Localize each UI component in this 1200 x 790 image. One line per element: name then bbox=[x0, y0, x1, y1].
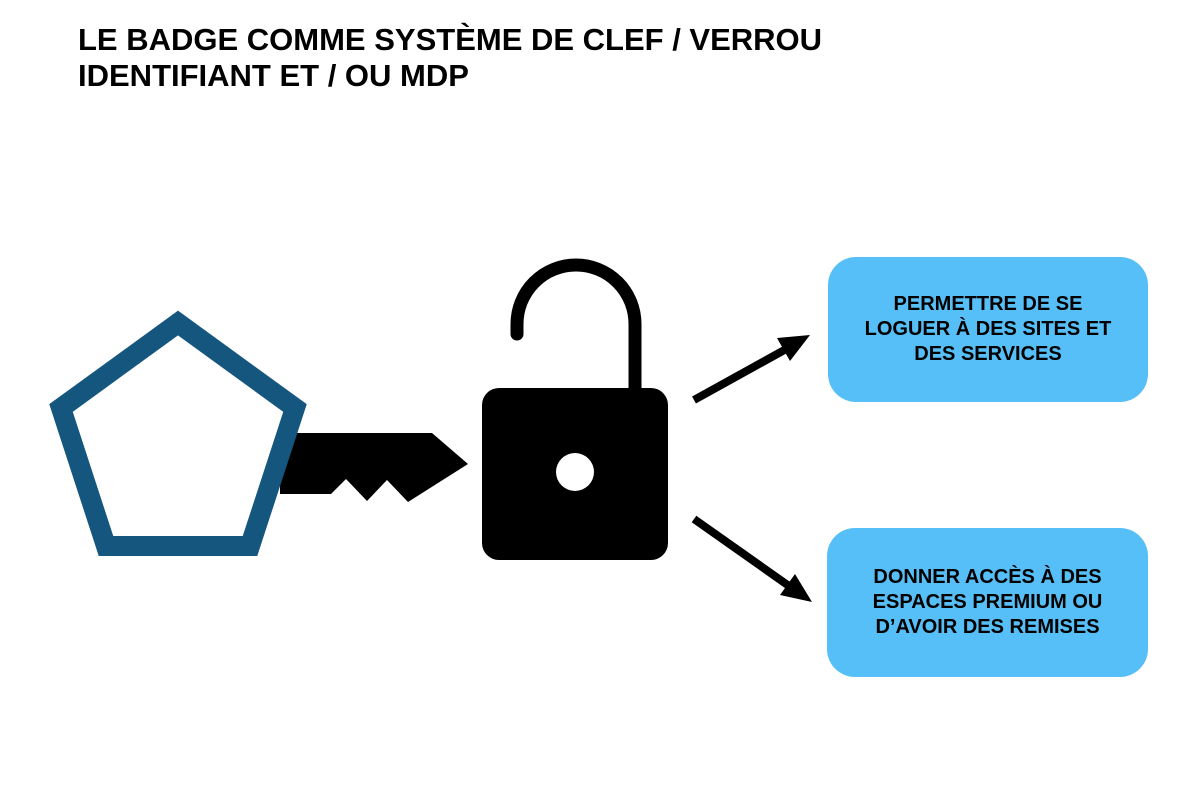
page-title-line-1: LE BADGE COMME SYSTÈME DE CLEF / VERROU bbox=[78, 22, 823, 57]
key-shaft-icon bbox=[280, 433, 468, 502]
arrow-up-right-icon bbox=[692, 335, 810, 404]
callout-login-line-3: DES SERVICES bbox=[914, 343, 1062, 365]
page-title-line-2: IDENTIFIANT ET / OU MDP bbox=[78, 58, 469, 93]
arrow-down-right-icon bbox=[691, 515, 812, 602]
callout-login-line-2: LOGUER À DES SITES ET bbox=[864, 318, 1112, 340]
callout-premium-line-1: DONNER ACCÈS À DES bbox=[873, 566, 1102, 588]
padlock-keyhole bbox=[556, 453, 594, 491]
callout-premium-line-3: D’AVOIR DES REMISES bbox=[875, 616, 1100, 638]
callout-login-line-1: PERMETTRE DE SE bbox=[893, 293, 1083, 315]
callout-login-sites: PERMETTRE DE SE LOGUER À DES SITES ET DE… bbox=[828, 257, 1148, 402]
callout-premium-access: DONNER ACCÈS À DES ESPACES PREMIUM OU D’… bbox=[827, 528, 1148, 677]
callout-premium-line-2: ESPACES PREMIUM OU bbox=[872, 591, 1103, 613]
page-title: LE BADGE COMME SYSTÈME DE CLEF / VERROU … bbox=[78, 22, 822, 94]
padlock-shackle bbox=[510, 258, 642, 399]
pentagon-key-bow-icon bbox=[49, 310, 307, 556]
open-padlock-icon bbox=[482, 258, 668, 560]
